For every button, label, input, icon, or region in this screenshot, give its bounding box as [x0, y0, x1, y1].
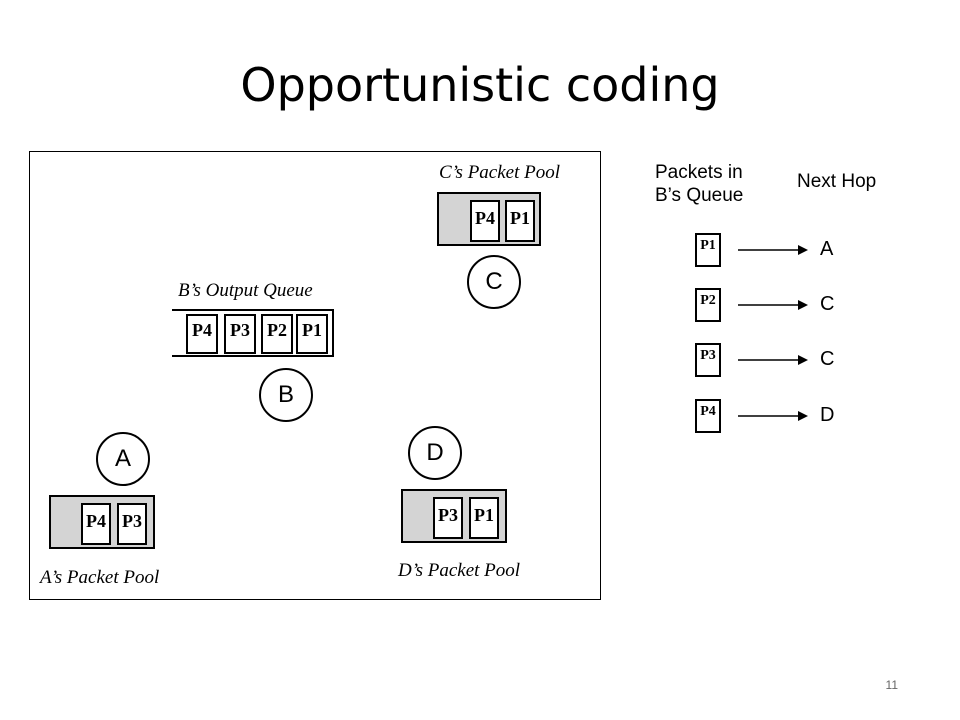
b-queue-packet: P4: [186, 314, 218, 354]
next-hop-p2: C: [820, 293, 835, 315]
page-number: 11: [885, 678, 898, 692]
next-hop-p3: C: [820, 348, 835, 370]
d-pool-packet: P3: [433, 497, 463, 539]
queue-end-line: [332, 309, 334, 357]
next-hop-p4: D: [820, 404, 835, 426]
next-hop-p1: A: [820, 238, 834, 260]
c-pool-label: C’s Packet Pool: [439, 162, 561, 183]
a-pool-label: A’s Packet Pool: [40, 567, 160, 588]
node-d: D: [408, 426, 462, 480]
c-packet-pool: P4 P1: [437, 192, 541, 246]
queue-packet-p2: P2: [695, 288, 721, 322]
node-c: C: [467, 255, 521, 309]
queue-packet-p1: P1: [695, 233, 721, 267]
a-pool-packet: P4: [81, 503, 111, 545]
network-diagram: C’s Packet Pool P4 P1 C B’s Output Queue…: [29, 151, 601, 600]
packets-header-line1: Packets in: [655, 162, 743, 183]
queue-packet-p3: P3: [695, 343, 721, 377]
arrow-icon: [738, 300, 808, 310]
a-packet-pool: P4 P3: [49, 495, 155, 549]
c-pool-packet: P1: [505, 200, 535, 242]
d-pool-label: D’s Packet Pool: [398, 560, 521, 581]
arrow-icon: [738, 245, 808, 255]
queue-bottom-line: [172, 355, 334, 357]
b-queue-packet: P3: [224, 314, 256, 354]
d-packet-pool: P3 P1: [401, 489, 507, 543]
next-hop-header: Next Hop: [797, 171, 877, 192]
node-a: A: [96, 432, 150, 486]
node-b: B: [259, 368, 313, 422]
arrow-icon: [738, 411, 808, 421]
b-queue-label: B’s Output Queue: [178, 280, 313, 301]
queue-top-line: [172, 309, 334, 311]
b-queue-packet: P2: [261, 314, 293, 354]
d-pool-packet: P1: [469, 497, 499, 539]
b-queue-packet: P1: [296, 314, 328, 354]
queue-packet-p4: P4: [695, 399, 721, 433]
slide-title: Opportunistic coding: [240, 58, 720, 112]
a-pool-packet: P3: [117, 503, 147, 545]
arrow-icon: [738, 355, 808, 365]
c-pool-packet: P4: [470, 200, 500, 242]
packets-header-line2: B’s Queue: [655, 185, 744, 206]
